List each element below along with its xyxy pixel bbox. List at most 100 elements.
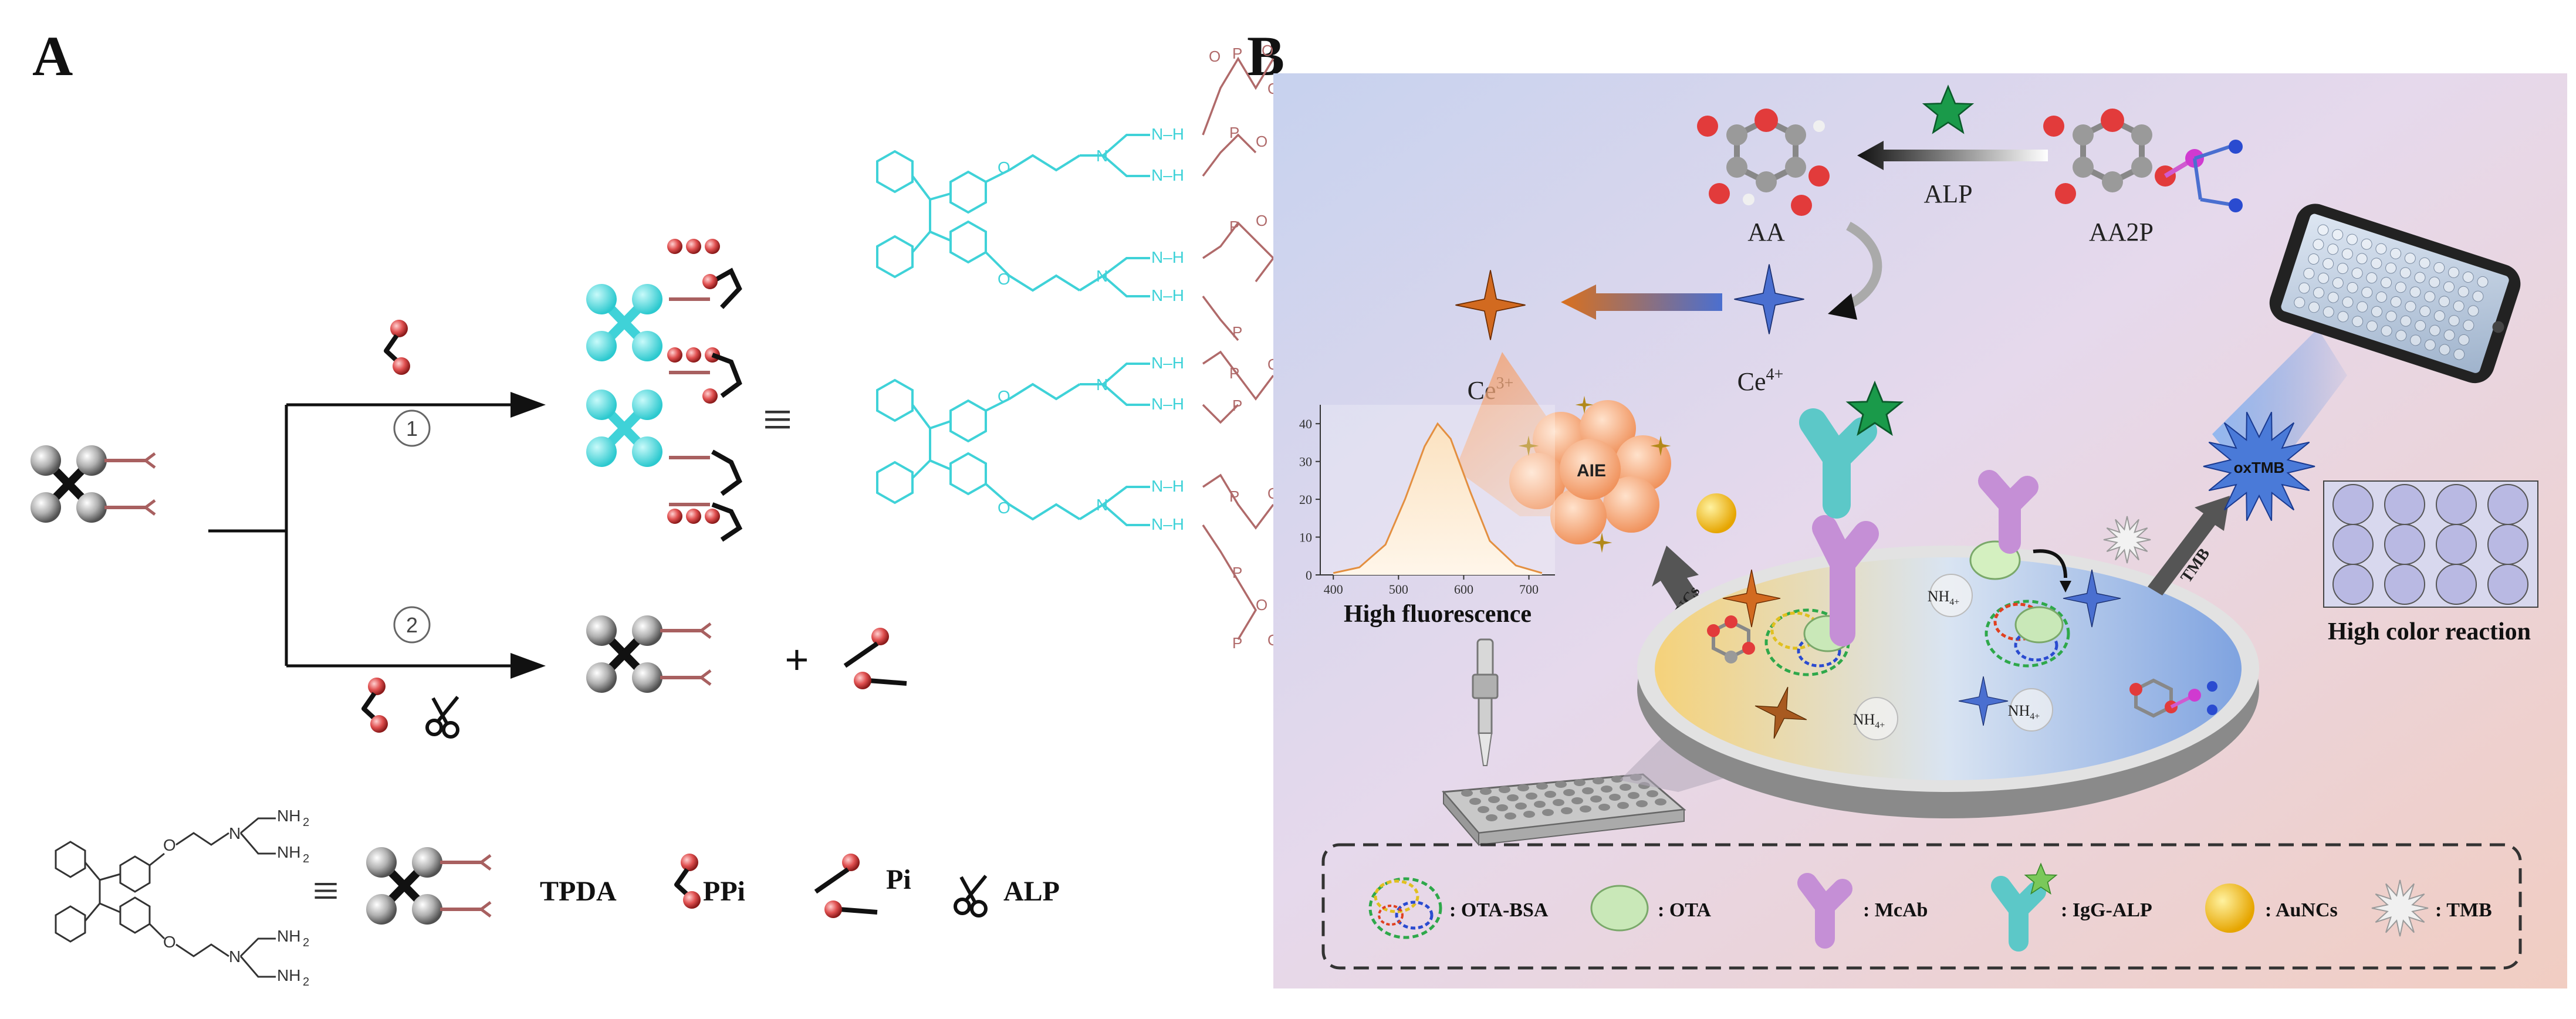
- svg-text:NH: NH: [277, 843, 300, 861]
- spectrum-x-tick-label: 600: [1454, 582, 1473, 597]
- equivalence-sign-1: ≡: [763, 391, 793, 449]
- legend-auncs-label: : AuNCs: [2265, 899, 2338, 921]
- spectrum-y-tick-label: 30: [1299, 455, 1312, 469]
- svg-text:N–H: N–H: [1151, 125, 1184, 143]
- svg-text:N: N: [1096, 267, 1108, 285]
- legend-ppi-icon: [677, 854, 701, 909]
- pyrophosphate-chains: [1202, 56, 1275, 640]
- spectrum-y-tick-label: 10: [1299, 530, 1312, 545]
- legend-tmb-label: : TMB: [2435, 899, 2492, 921]
- emission-spectrum: 0 10 20 30 40 400 500 600 700: [1299, 405, 1555, 597]
- svg-text:N–H: N–H: [1151, 354, 1184, 372]
- legend-ota-bsa-icon: [1368, 877, 1442, 939]
- legend-tpda-skeletal: [55, 817, 276, 978]
- aa2p-label: AA2P: [2089, 218, 2154, 246]
- tmb-spiky-1: [2103, 516, 2151, 564]
- svg-text:O: O: [998, 158, 1010, 177]
- svg-text:O: O: [163, 933, 176, 951]
- structure-skeletal-labels: O O O O N N N N N–H N–H N–H N–H N–H N–H …: [998, 125, 1184, 533]
- legend-scissors-icon: [955, 876, 986, 916]
- ota-ellipsoid-2: [2014, 606, 2064, 644]
- nh4-bubble-1: NH4+: [1928, 574, 1973, 617]
- high-color-label: High color reaction: [2328, 618, 2531, 645]
- nh4-bubble-2: NH4+: [1853, 697, 1898, 740]
- aa-label: AA: [1747, 218, 1785, 246]
- svg-text:P: P: [1229, 124, 1239, 141]
- antibody-stack: [1799, 382, 1903, 646]
- step-1-circle: [393, 409, 431, 447]
- svg-text:O: O: [1256, 596, 1267, 614]
- high-fluorescence-label: High fluorescence: [1344, 601, 1532, 628]
- svg-text:N–H: N–H: [1151, 166, 1184, 184]
- svg-text:NH: NH: [277, 966, 300, 984]
- spectrum-y-tick-label: 20: [1299, 492, 1312, 507]
- svg-text:N: N: [1096, 375, 1108, 394]
- legend-mcab-label: : McAb: [1863, 899, 1928, 921]
- legend-tpda-label: TPDA: [540, 876, 617, 907]
- legend-ppi-label: PPi: [703, 876, 745, 907]
- svg-text:N: N: [1096, 496, 1108, 514]
- svg-text:P: P: [1229, 488, 1239, 505]
- ppi-reagent-icon: [386, 320, 410, 375]
- svg-text:N–H: N–H: [1151, 395, 1184, 413]
- step-2-circle: [393, 606, 431, 644]
- structure-skeletal-cyan: [876, 134, 1150, 526]
- curved-arrow: [1840, 221, 1882, 313]
- svg-text:2: 2: [303, 976, 309, 988]
- panel-letter-a: A: [32, 25, 73, 87]
- small-curved-arrow: [2033, 549, 2067, 578]
- spectrum-y-ticks: 0 10 20 30 40: [1299, 417, 1320, 583]
- legend-ota-icon: [1590, 885, 1649, 932]
- svg-text:N: N: [1096, 147, 1108, 165]
- svg-text:N–H: N–H: [1151, 286, 1184, 304]
- arrow-head-1: [511, 392, 546, 418]
- panel-a: 1 2: [31, 42, 1288, 988]
- ppi-bound-bot: [667, 449, 743, 542]
- aa2p-molecule: [2043, 109, 2243, 212]
- ppi-bound-top: [667, 239, 742, 309]
- svg-text:NH4+: NH4+: [1928, 588, 1960, 607]
- svg-text:P: P: [1232, 634, 1242, 652]
- petri-dish: [1637, 546, 2259, 818]
- spectrum-x-ticks: 400 500 600 700: [1324, 575, 1539, 597]
- svg-text:P: P: [1232, 397, 1242, 414]
- color-plate: [2323, 480, 2538, 608]
- equivalence-sign-2: ≡: [312, 865, 339, 917]
- step-1-label: 1: [406, 417, 418, 441]
- aa2p-molecule-dish: [2129, 678, 2217, 718]
- svg-text:O: O: [1262, 42, 1273, 59]
- spectrum-y-tick-label: 40: [1299, 417, 1312, 431]
- svg-text:O: O: [998, 270, 1010, 288]
- spectrum-x-tick-label: 400: [1324, 582, 1343, 597]
- svg-text:2: 2: [303, 816, 309, 829]
- tpda-ppi-aggregate: [586, 239, 743, 542]
- plus-sign: +: [785, 637, 809, 682]
- oxtmb-label: oxTMB: [2234, 459, 2285, 476]
- legend-igg-alp-icon: [1991, 863, 2057, 952]
- legend-pi-label: Pi: [886, 864, 911, 895]
- svg-text:N–H: N–H: [1151, 477, 1184, 495]
- spectrum-y-tick-label: 0: [1306, 568, 1312, 583]
- aie-label: AIE: [1577, 461, 1606, 480]
- svg-text:O: O: [998, 387, 1010, 405]
- alp-arrow: [1857, 141, 2048, 170]
- aa-molecule: [1697, 109, 1830, 216]
- oxtmb-spiky: [2203, 411, 2315, 522]
- svg-text:P: P: [1232, 323, 1242, 341]
- svg-text:2: 2: [303, 852, 309, 865]
- scissors-icon: [427, 697, 458, 737]
- aa-molecule-dish: [1707, 615, 1755, 663]
- spectrum-x-tick-label: 500: [1389, 582, 1408, 597]
- svg-text:P: P: [1232, 45, 1242, 62]
- arrow-head-2: [511, 653, 546, 679]
- legend-box: [1321, 843, 2522, 970]
- spectrum-x-tick-label: 700: [1519, 582, 1539, 597]
- svg-text:P: P: [1232, 564, 1242, 581]
- legend-tpda-glyph: [366, 847, 491, 925]
- svg-text:P: P: [1229, 218, 1239, 235]
- microplate: [1441, 773, 1686, 847]
- aunc-sphere: [1696, 493, 1736, 533]
- smartphone: [2269, 204, 2521, 384]
- svg-text:N: N: [229, 947, 241, 966]
- svg-text:O: O: [163, 836, 176, 854]
